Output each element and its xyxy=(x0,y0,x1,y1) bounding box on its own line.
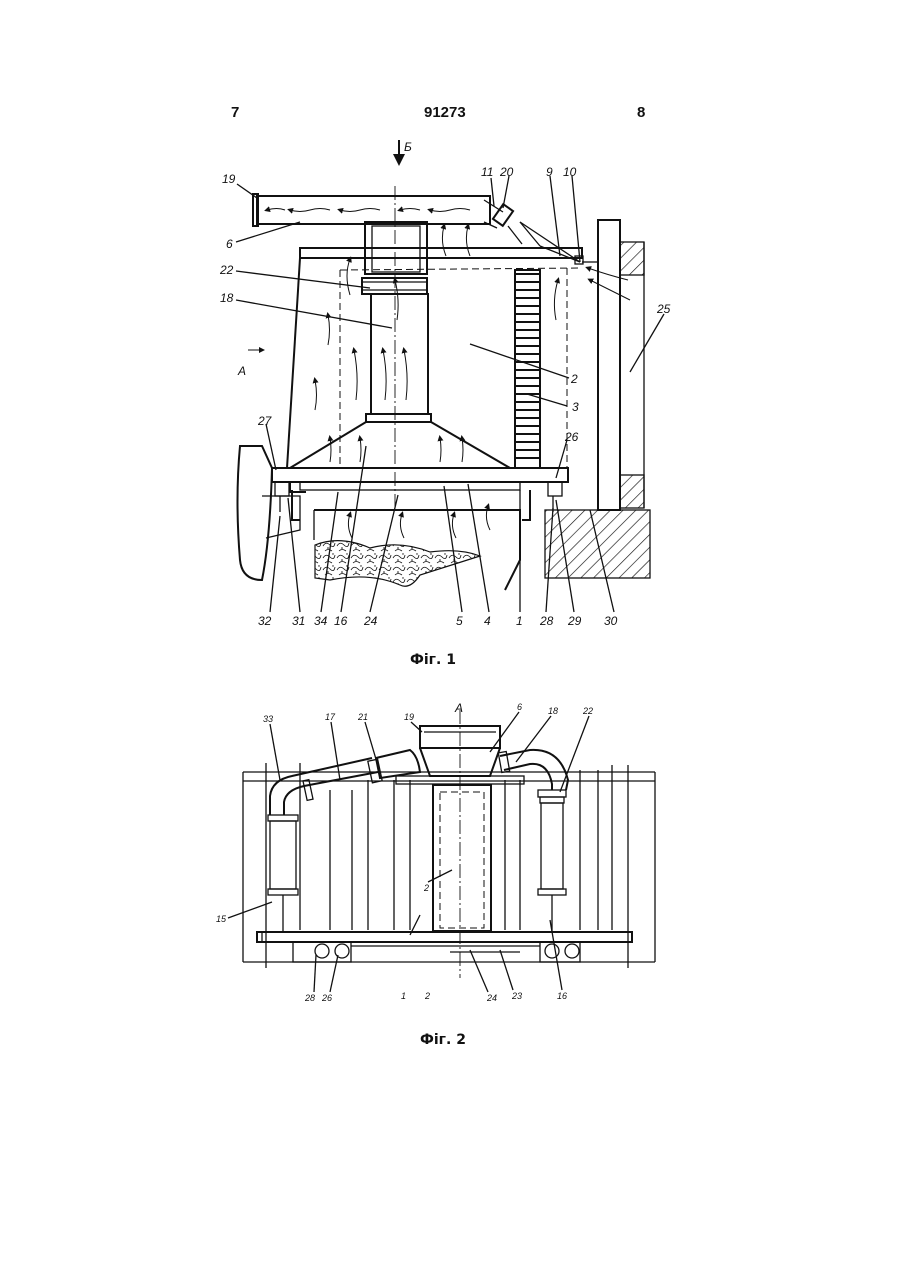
fig1-label-1: 1 xyxy=(516,614,523,628)
fig1-section-mark: А xyxy=(237,364,246,378)
figure-2-caption: Фіг. 2 xyxy=(420,1032,466,1048)
fig1-label-19: 19 xyxy=(222,172,236,186)
fig1-label-4: 4 xyxy=(484,614,491,628)
fig2-label-23: 23 xyxy=(511,991,522,1001)
fig2-label-15: 15 xyxy=(216,914,227,924)
fig2-label-2: 2 xyxy=(424,991,430,1001)
fig1-label-28: 28 xyxy=(539,614,554,628)
fig2-label-19: 19 xyxy=(404,712,414,722)
fig1-label-25: 25 xyxy=(656,302,671,316)
fig2-label-16: 16 xyxy=(557,991,567,1001)
fig1-label-6: 6 xyxy=(226,237,233,251)
figure-2-drawing: А xyxy=(216,701,655,1003)
fig2-label-6: 6 xyxy=(517,702,522,712)
fig1-label-26: 26 xyxy=(564,430,579,444)
fig2-label-24: 24 xyxy=(486,993,497,1003)
fig2-view-mark: А xyxy=(454,701,463,715)
fig2-label-21: 21 xyxy=(357,712,368,722)
fig1-label-9: 9 xyxy=(546,165,553,179)
fig1-label-11: 11 xyxy=(481,165,493,179)
fig1-label-22: 22 xyxy=(219,263,234,277)
fig1-label-30: 30 xyxy=(604,614,618,628)
fig1-label-24: 24 xyxy=(363,614,378,628)
fig1-label-3: 3 xyxy=(572,400,579,414)
fig1-view-arrow: Б xyxy=(404,140,412,154)
fig1-label-16: 16 xyxy=(334,614,348,628)
fig1-label-2: 2 xyxy=(570,372,578,386)
fig1-label-18: 18 xyxy=(220,291,234,305)
figure-1-drawing: Б xyxy=(219,140,671,628)
fig1-label-32: 32 xyxy=(258,614,272,628)
figure-1-caption: Фіг. 1 xyxy=(410,652,456,668)
fig2-label-17: 17 xyxy=(325,712,336,722)
fig1-label-34: 34 xyxy=(314,614,328,628)
fig2-label-18: 18 xyxy=(548,706,558,716)
fig2-label-2-inner: 2 xyxy=(423,883,429,893)
fig1-label-29: 29 xyxy=(567,614,582,628)
fig2-label-28: 28 xyxy=(304,993,315,1003)
fig1-label-20: 20 xyxy=(499,165,514,179)
fig1-label-10: 10 xyxy=(563,165,577,179)
fig1-label-27: 27 xyxy=(257,414,273,428)
fig2-label-22: 22 xyxy=(582,706,593,716)
fig1-label-31: 31 xyxy=(292,614,305,628)
fig1-radiator-stack xyxy=(515,270,540,468)
fig2-label-33: 33 xyxy=(263,714,273,724)
fig1-label-5: 5 xyxy=(456,614,463,628)
fig2-label-26: 26 xyxy=(321,993,332,1003)
fig2-label-1: 1 xyxy=(401,991,406,1001)
